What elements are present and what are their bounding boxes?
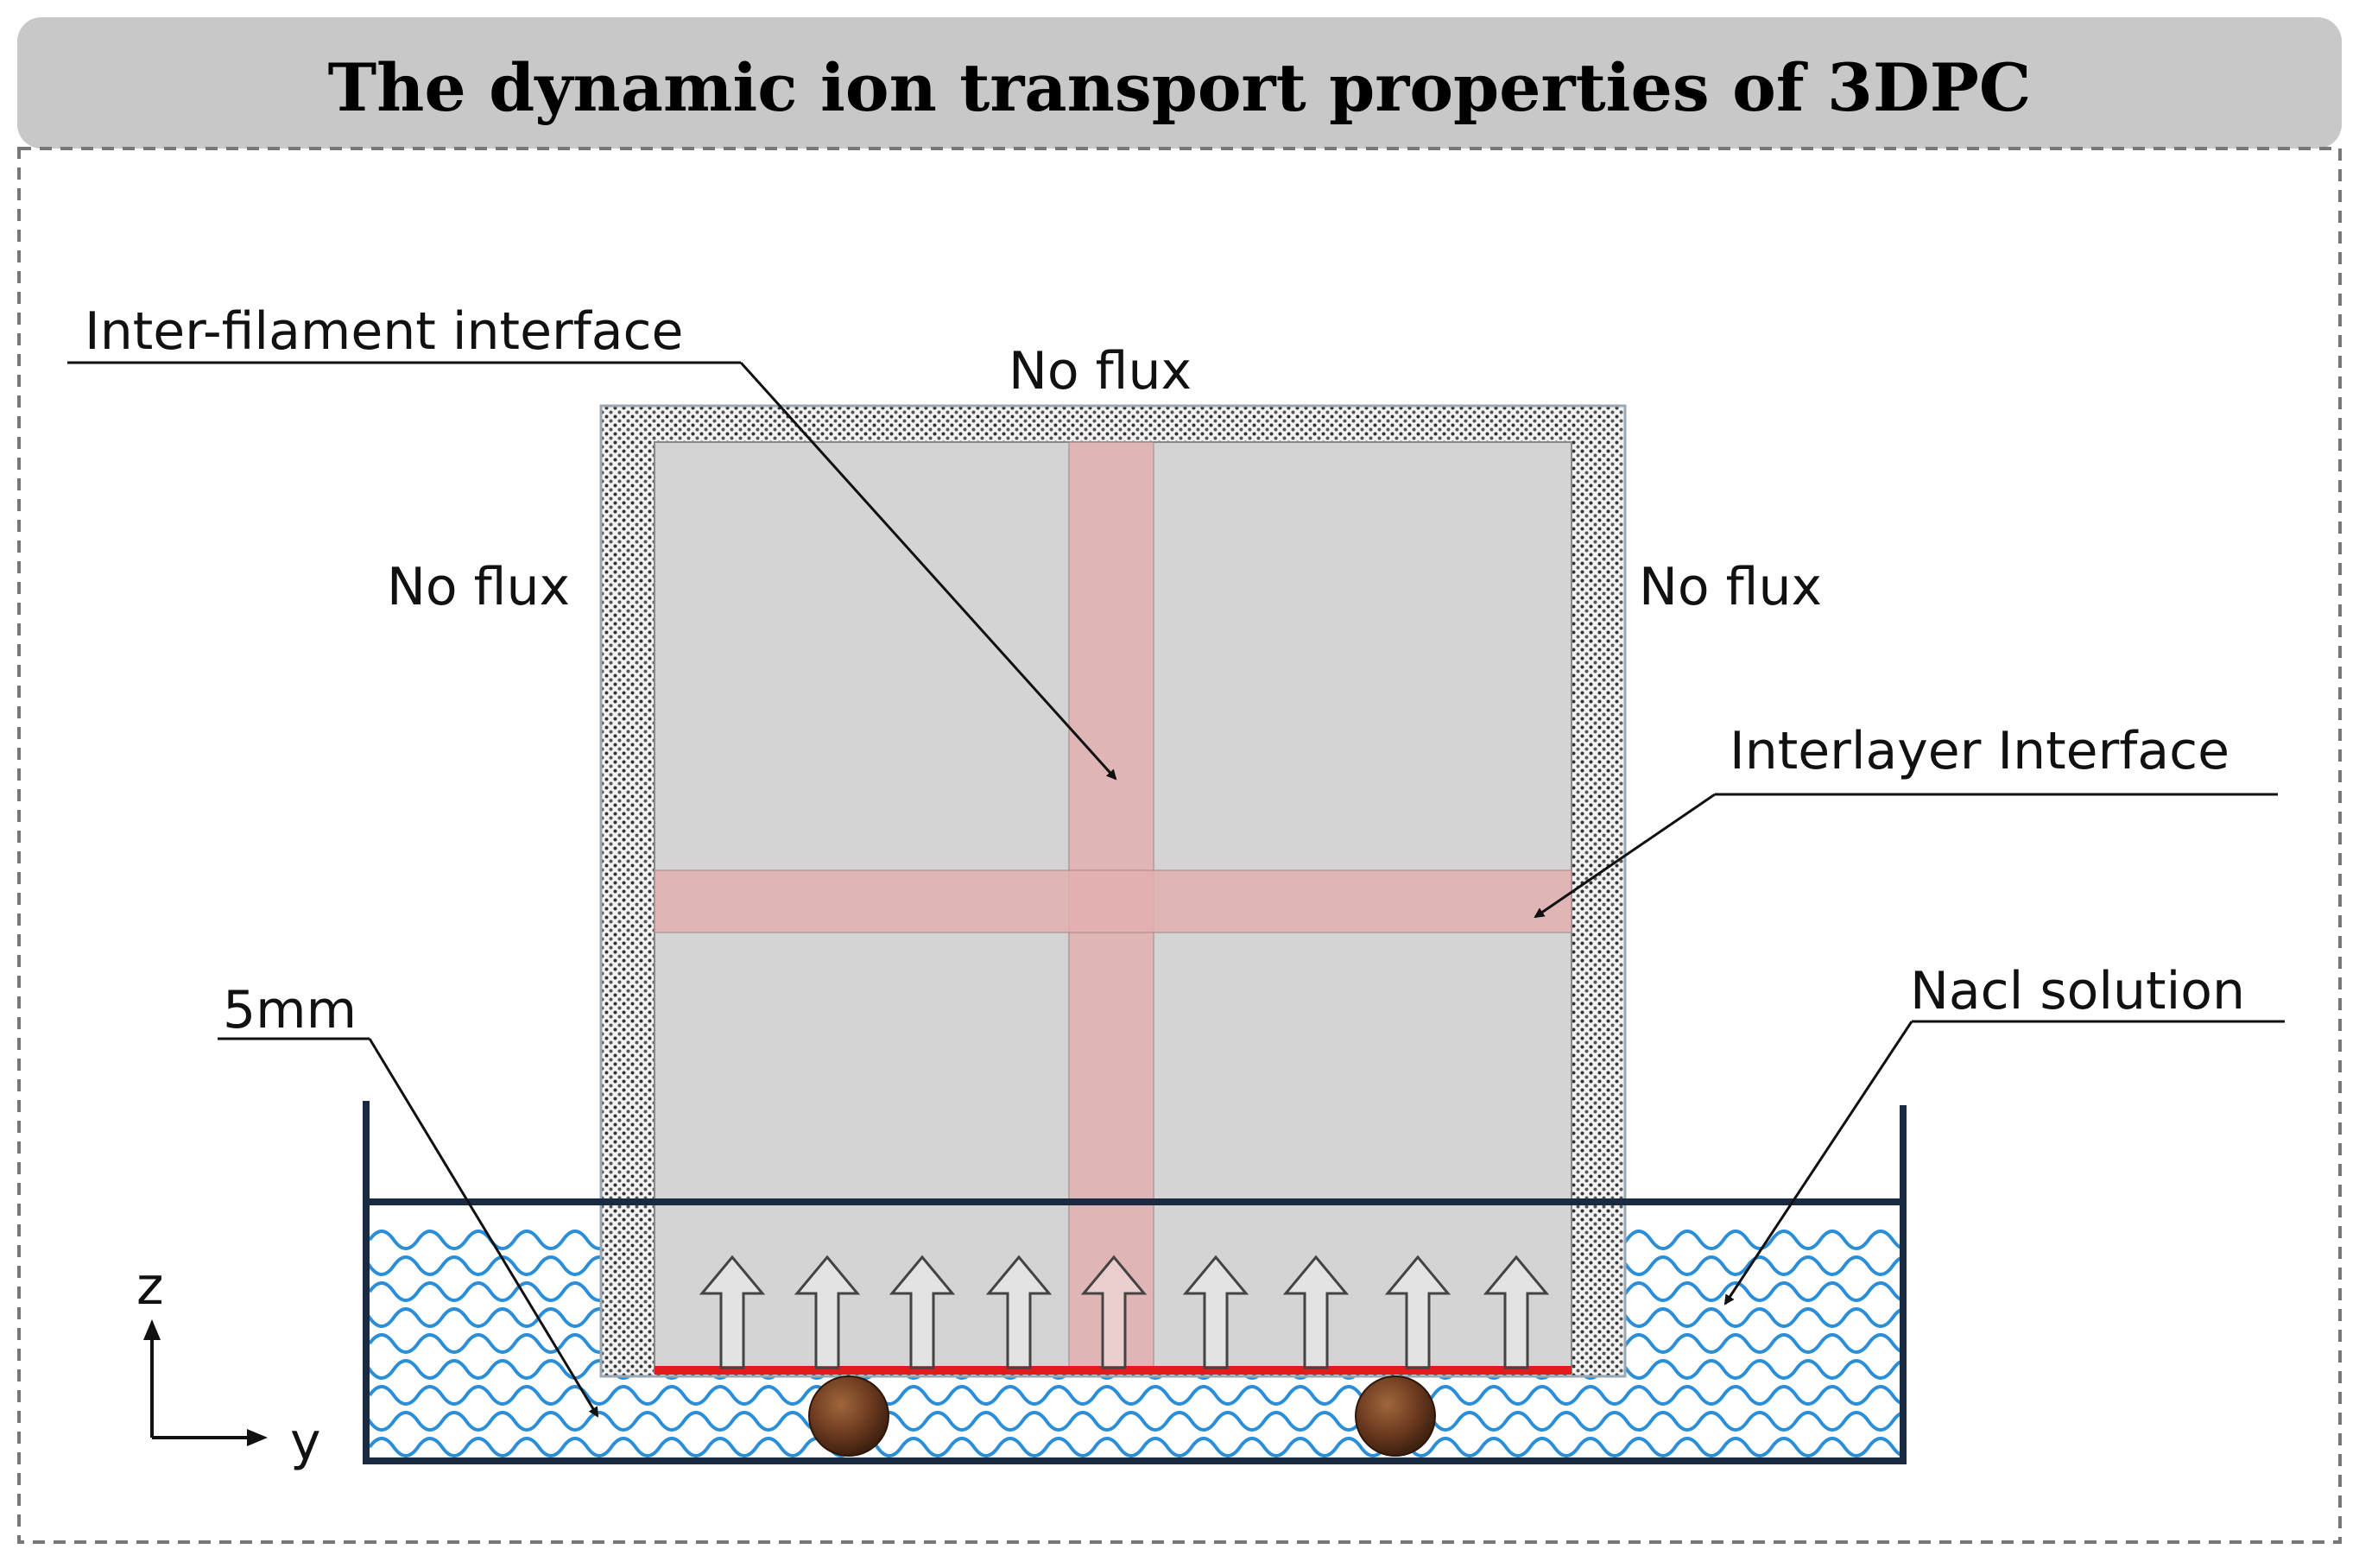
leader-arrow-interfilament xyxy=(739,361,1117,781)
hollow-up-arrow-icon xyxy=(1384,1255,1451,1369)
hollow-up-arrow-icon xyxy=(699,1255,766,1369)
label-no-flux-left: No flux xyxy=(387,557,570,617)
hollow-up-arrow-icon xyxy=(1080,1255,1148,1369)
hollow-up-arrow-icon xyxy=(1282,1255,1350,1369)
label-interlayer-interface: Interlayer Interface xyxy=(1730,721,2229,781)
label-nacl-solution: Nacl solution xyxy=(1910,961,2245,1021)
interlayer-band xyxy=(654,869,1572,933)
title-bar: The dynamic ion transport properties of … xyxy=(17,17,2342,149)
leader-arrow-nacl xyxy=(1723,1021,1913,1306)
support-rod-left xyxy=(808,1375,889,1457)
axis-label-y: y xyxy=(290,1412,321,1472)
hollow-up-arrow-icon xyxy=(794,1255,861,1369)
diagram-frame xyxy=(17,147,2342,1544)
axis-label-z: z xyxy=(136,1256,164,1317)
label-5mm: 5mm xyxy=(223,980,357,1040)
hollow-up-arrow-icon xyxy=(1182,1255,1249,1369)
hollow-up-arrow-icon xyxy=(889,1255,956,1369)
wave-line xyxy=(370,1385,1900,1406)
wave-line xyxy=(370,1437,1900,1457)
label-no-flux-right: No flux xyxy=(1639,557,1822,617)
support-rod-right xyxy=(1355,1375,1436,1457)
figure-title: The dynamic ion transport properties of … xyxy=(328,49,2032,126)
penetration-arrows xyxy=(699,1255,1550,1369)
label-inter-filament-interface: Inter-filament interface xyxy=(85,301,683,362)
hollow-up-arrow-icon xyxy=(1483,1255,1550,1369)
label-no-flux-top: No flux xyxy=(1009,341,1192,401)
solution-container xyxy=(363,1101,1907,1464)
wave-line xyxy=(370,1411,1900,1432)
leader-arrow-5mm xyxy=(368,1038,599,1418)
axis-indicator xyxy=(143,1319,268,1446)
leader-arrow-interlayer xyxy=(1534,793,1716,919)
specimen xyxy=(599,404,1627,1378)
hollow-up-arrow-icon xyxy=(985,1255,1053,1369)
